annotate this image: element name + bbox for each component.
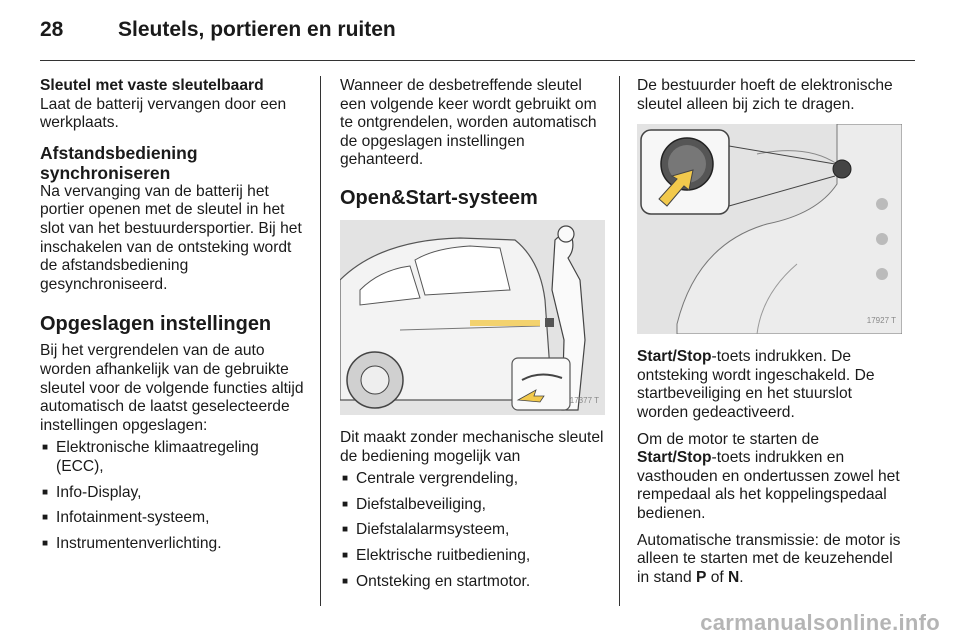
operation-list: Centrale vergrendeling, Diefstalbeveilig… [340, 470, 605, 591]
car-door-illustration [340, 219, 605, 415]
column-2: Wanneer de desbetreffende sleutel een vo… [340, 77, 605, 598]
figure-number: 17927 T [866, 315, 896, 325]
gear-p: P [695, 568, 707, 586]
column-divider-2 [619, 76, 620, 606]
paragraph-driver-key: De bestuurder hoeft de elektronische sle… [637, 77, 893, 113]
paragraph-fixed-blade: Laat de batterij vervangen door een werk… [40, 95, 287, 132]
list-item: Infotainment-systeem, [40, 509, 304, 528]
heading-open-start: Open&Start-systeem [340, 186, 538, 209]
paragraph-operation: Dit maakt zonder mechanische sleutel de … [340, 428, 604, 465]
paragraph-sync: Na vervanging van de batterij het portie… [40, 182, 302, 293]
column-3: De bestuurder hoeft de elektronische sle… [637, 77, 902, 587]
figure-car-door: 17377 T [340, 219, 605, 415]
list-item: Centrale vergrendeling, [340, 470, 605, 489]
header-rule [40, 60, 915, 61]
paragraph-saved-settings: Bij het vergrendelen van de auto worden … [40, 342, 304, 434]
watermark: carmanualsonline.info [700, 610, 940, 635]
saved-settings-list: Elektronische klimaatregeling (ECC), Inf… [40, 439, 304, 553]
figure-number: 17377 T [569, 396, 599, 406]
list-item: Info-Display, [40, 484, 304, 503]
list-item: Diefstalalarmsysteem, [340, 521, 605, 540]
paragraph-start-engine: Om de motor te starten de Start/Stop-toe… [637, 430, 900, 522]
list-item: Ontsteking en startmotor. [340, 573, 605, 592]
paragraph-automatic: Automatische transmissie: de motor is al… [637, 531, 901, 586]
list-item: Elektrische ruitbediening, [340, 547, 605, 566]
page-number: 28 [40, 18, 64, 41]
list-item: Elektronische klimaatregeling (ECC), [40, 439, 304, 476]
start-button-illustration [637, 124, 902, 335]
start-stop-label: Start/Stop [637, 449, 712, 467]
heading-sync: Afstandsbediening synchroniseren [40, 142, 198, 183]
heading-saved-settings: Opgeslagen instellingen [40, 313, 272, 336]
column-1: Sleutel met vaste sleutelbaard Laat de b… [40, 77, 304, 560]
heading-fixed-blade: Sleutel met vaste sleutelbaard [40, 77, 264, 94]
paragraph-press-button: Start/Stop-toets indrukken. De ontstekin… [637, 348, 875, 421]
paragraph-intro: Wanneer de desbetreffende sleutel een vo… [340, 77, 597, 169]
start-stop-label: Start/Stop [637, 348, 712, 366]
figure-start-button: 17927 T [637, 124, 902, 335]
list-item: Instrumentenverlichting. [40, 535, 304, 554]
gear-n: N [728, 568, 740, 586]
column-divider-1 [320, 76, 321, 606]
list-item: Diefstalbeveiliging, [340, 496, 605, 515]
page-title: Sleutels, portieren en ruiten [118, 18, 396, 41]
